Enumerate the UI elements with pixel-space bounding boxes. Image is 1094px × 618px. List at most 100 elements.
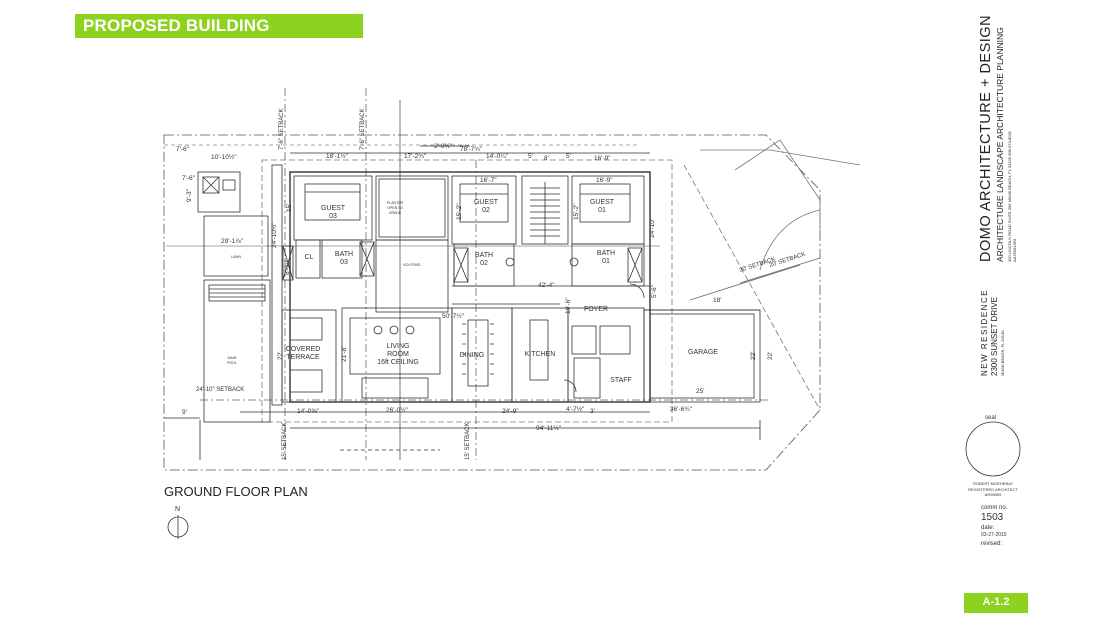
room-living-l2: ROOM <box>387 351 409 358</box>
dim-9: 5' <box>566 153 571 160</box>
dim-39: 5'-6" <box>651 284 658 298</box>
room-guest01-l2: 01 <box>598 207 606 214</box>
sheet-number-badge: A-1.2 <box>964 593 1028 613</box>
dim-3: 17'-2¾" <box>404 153 427 160</box>
dim-27: 21'-8" <box>341 345 348 362</box>
dim-30: 22' <box>750 352 757 360</box>
seal-title: REGISTERED ARCHITECT <box>968 487 1018 492</box>
room-foyer: FOYER <box>584 306 608 313</box>
dim-37: 24'-10" <box>649 217 656 238</box>
dim-10: 16'-9" <box>594 155 611 162</box>
dim-16: 24'-10½" <box>270 222 278 248</box>
room-living-l1: LIVING <box>387 343 410 350</box>
banner-text: PROPOSED BUILDING <box>83 16 270 35</box>
dim-7: 5' <box>528 153 533 160</box>
seal-architect: ROBERT MOEHRING <box>973 481 1013 486</box>
dim-25: 9' <box>182 409 187 416</box>
dim-35: 15'-2" <box>456 203 463 220</box>
dim-32: 7'-6" <box>182 175 196 182</box>
sheet-number: A-1.2 <box>982 596 1010 608</box>
date-value: 03-27-2015 <box>981 532 1007 538</box>
seal-stamp <box>965 421 1021 477</box>
north-arrow-icon: N <box>167 506 189 539</box>
setback-top-mid: 7'-6" SETBACK <box>360 108 366 150</box>
dim-8: 8' <box>544 155 549 162</box>
dim-2: 18'-1½" <box>326 152 349 160</box>
dim-28: 18' <box>713 297 721 304</box>
room-staff: STAFF <box>610 377 632 384</box>
north-label: N <box>175 506 180 513</box>
room-guest01-l1: GUEST <box>590 199 615 206</box>
room-pool-l2: POOL <box>227 361 237 365</box>
room-bath01-l2: 01 <box>602 258 610 265</box>
dim-20: 24'-9" <box>502 408 519 415</box>
room-kitchen: KITCHEN <box>525 351 556 358</box>
dim-11: 16'-7" <box>480 177 497 184</box>
project-address: 2300 SUNSET DRIVE <box>990 297 999 376</box>
setback-bottom-mid: 15' SETBACK <box>465 423 471 461</box>
room-bath01-l1: BATH <box>597 250 615 257</box>
setback-left: 24'-10" SETBACK <box>196 387 244 393</box>
room-living-l3: 16ft CEILING <box>377 359 419 366</box>
room-planter-l1: PLANTER <box>387 201 404 205</box>
comm-number: 1503 <box>981 512 1004 523</box>
dim-34: 7'-6" <box>176 146 190 153</box>
drawing-title: GROUND FLOOR PLAN <box>164 484 308 499</box>
seal-label: seal <box>985 415 997 421</box>
dim-33: 9'-3" <box>186 188 193 202</box>
dim-14: 50'-7½" <box>442 312 465 320</box>
dim-24: 94'-11½" <box>536 424 562 432</box>
room-bath03-l2: 03 <box>340 259 348 266</box>
dim-40: 10'-6" <box>565 297 572 314</box>
setback-top-left: 7'-6" SETBACK <box>279 108 285 150</box>
project-name: NEW RESIDENCE <box>980 288 989 376</box>
dim-18: 14'-0⅝" <box>297 408 320 415</box>
dim-5: 78'-7¾" <box>460 146 483 153</box>
room-bath03-l1: BATH <box>335 251 353 258</box>
dim-17: 8'-10" <box>284 258 291 275</box>
seal-number: AR98959 <box>984 492 1002 497</box>
comm-label: comm no. <box>981 505 1008 511</box>
room-planter-l2: OPEN TO <box>387 206 403 210</box>
room-lawn: LAWN <box>231 255 241 259</box>
title-banner: PROPOSED BUILDING <box>75 14 363 38</box>
dim-31: 22' <box>767 352 774 360</box>
room-terrace-l2: TERRACE <box>286 354 320 361</box>
dim-1: 10'-10½" <box>211 153 237 161</box>
dim-12: 16'-9" <box>596 177 613 184</box>
project-city: MIAMI BEACH, FL 33140 <box>1000 330 1005 376</box>
dim-26: 22' <box>277 352 284 360</box>
room-cl: CL <box>305 254 314 261</box>
room-garage: GARAGE <box>688 349 718 356</box>
room-pool-l1: MAIN <box>228 356 237 360</box>
room-guest02-l1: GUEST <box>474 199 499 206</box>
dim-4: 2'-8½" <box>434 142 453 150</box>
room-guest02-l2: 02 <box>482 207 490 214</box>
dim-23: 36'-6¾" <box>670 406 693 413</box>
room-terrace-l1: COVERED <box>286 346 321 353</box>
setback-bottom-left: 15' SETBACK <box>282 423 288 461</box>
dim-29: 25' <box>696 388 704 395</box>
revised-label: revised: <box>981 541 1003 547</box>
dim-15: 29'-1⅞" <box>221 238 244 245</box>
room-dining: DINING <box>460 352 485 359</box>
dim-13: 42'-4" <box>538 282 555 289</box>
date-label: date: <box>981 525 995 531</box>
firm-name: DOMO ARCHITECTURE + DESIGN <box>978 14 994 262</box>
dim-21: 4'-7½" <box>566 405 585 413</box>
firm-services: ARCHITECTURE LANDSCAPE ARCHITECTURE PLAN… <box>995 27 1005 262</box>
room-koi: KOI POND <box>403 263 421 267</box>
room-bath02-l2: 02 <box>480 260 488 267</box>
dim-6: 14'-0¼" <box>486 153 509 160</box>
dim-38: 15' <box>286 204 293 212</box>
dim-22: 3' <box>590 408 595 415</box>
project-block: NEW RESIDENCE 2300 SUNSET DRIVE MIAMI BE… <box>980 289 1005 376</box>
dim-36: 15'-2" <box>573 203 580 220</box>
dim-19: 26'-0½" <box>386 406 409 414</box>
firm-license: AA26001363 <box>1012 238 1017 262</box>
room-bath02-l1: BATH <box>475 252 493 259</box>
room-guest03-l1: GUEST <box>321 205 346 212</box>
firm-block: DOMO ARCHITECTURE + DESIGN ARCHITECTURE … <box>978 15 1017 262</box>
room-planter-l3: GRADE <box>389 211 402 215</box>
